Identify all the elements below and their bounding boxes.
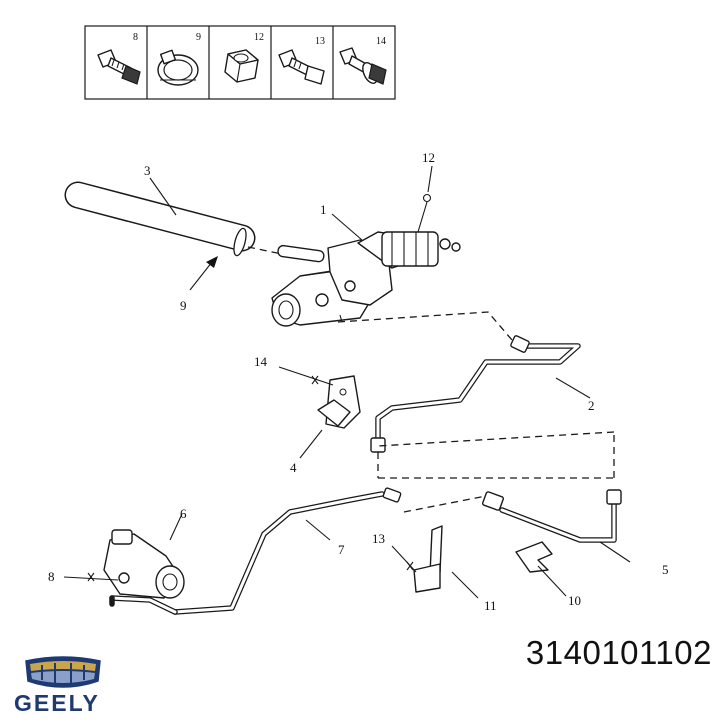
nut-icon [224,49,259,83]
callout-11: 11 [484,598,497,613]
callout-12: 12 [422,150,435,165]
geely-logo-icon [25,656,101,688]
flexible-hose [482,489,622,543]
key-number-14: 14 [376,36,386,47]
hose-clamp-icon [157,49,199,86]
flange-bolt-icon [339,47,387,85]
callout-10: 10 [568,593,581,608]
callout-4: 4 [290,460,297,475]
clutch-pipe-lower [109,487,487,615]
bolt-icon [97,49,141,85]
retaining-clip [515,541,553,573]
mounting-bracket [278,366,361,429]
callout-14: 14 [254,354,268,369]
bolt-icon [278,49,325,85]
callout-13: 13 [372,531,385,546]
clutch-pipe-upper [337,311,615,479]
callout-8: 8 [48,569,55,584]
fastener-key-table: 8 9 12 13 14 [84,25,396,100]
callout-3: 3 [144,163,151,178]
key-number-13: 13 [315,36,325,47]
callout-6: 6 [180,506,187,521]
callout-7: 7 [338,542,345,557]
leader-lines [149,165,631,599]
key-number-8: 8 [133,32,138,43]
key-number-12: 12 [254,32,264,43]
clutch-slave-cylinder [63,529,185,607]
callout-numbers: 1 2 3 4 5 6 7 8 9 10 11 12 13 14 [48,150,669,613]
callout-2: 2 [588,398,595,413]
key-number-9: 9 [196,32,201,43]
clutch-master-cylinder [271,193,461,327]
pipe-support-bracket [391,525,443,593]
callout-1: 1 [320,202,327,217]
brand-name: GEELY [14,690,100,716]
callout-5: 5 [662,562,669,577]
part-number: 3140101102 [525,634,712,671]
callout-9: 9 [180,298,187,313]
reservoir-hose [64,181,283,257]
